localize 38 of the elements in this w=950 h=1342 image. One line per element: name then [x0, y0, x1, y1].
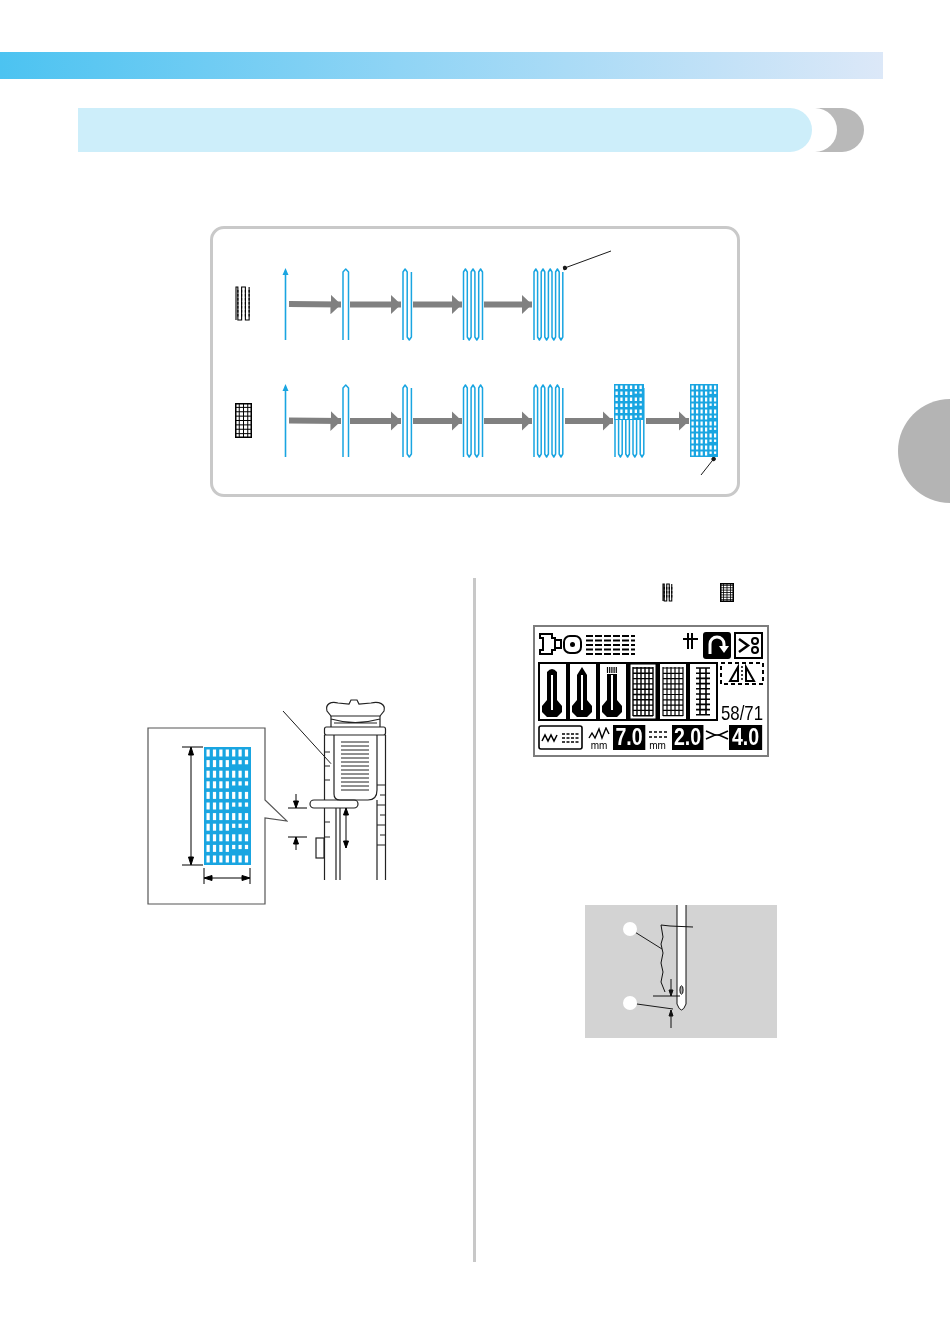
arrow	[350, 294, 401, 315]
chapter-tab	[898, 399, 950, 503]
stitch-diagram	[282, 267, 289, 341]
stitch-diagram	[401, 383, 413, 459]
stitch-diagram	[689, 383, 719, 459]
arrow	[413, 411, 462, 431]
arrow	[350, 411, 401, 431]
arrow	[413, 294, 462, 315]
stitch-diagram	[532, 383, 565, 459]
arrow	[288, 294, 342, 315]
setting-value: 2.0	[672, 725, 704, 750]
stitch-diagram	[341, 267, 350, 342]
stitch-number: 58/71	[721, 703, 764, 722]
leader-line	[635, 932, 663, 950]
stitch-diagram	[282, 382, 289, 459]
arrow	[484, 294, 532, 315]
stitch-diagram	[462, 383, 484, 459]
stitch-diagram	[462, 267, 484, 342]
setting-value: 7.0	[613, 725, 645, 750]
leader-line	[562, 250, 612, 271]
arrow	[646, 411, 689, 431]
arrow	[288, 410, 342, 431]
unit-label: mm	[590, 741, 608, 751]
stitch-diagram	[532, 267, 565, 342]
leader-line	[700, 456, 716, 476]
presser-foot-scale	[331, 734, 379, 802]
stitch-diagram	[401, 267, 413, 342]
arrow	[484, 411, 532, 431]
unit-label: mm	[648, 741, 667, 751]
callout-circle	[623, 922, 637, 936]
heading-band	[78, 108, 812, 152]
callout-circle	[623, 996, 637, 1010]
leader-line	[282, 710, 332, 765]
leader-line	[636, 1003, 674, 1010]
stitch-diagram	[613, 383, 646, 459]
arrow	[565, 411, 613, 431]
stitch-diagram	[341, 383, 350, 459]
setting-value: 4.0	[729, 725, 762, 750]
